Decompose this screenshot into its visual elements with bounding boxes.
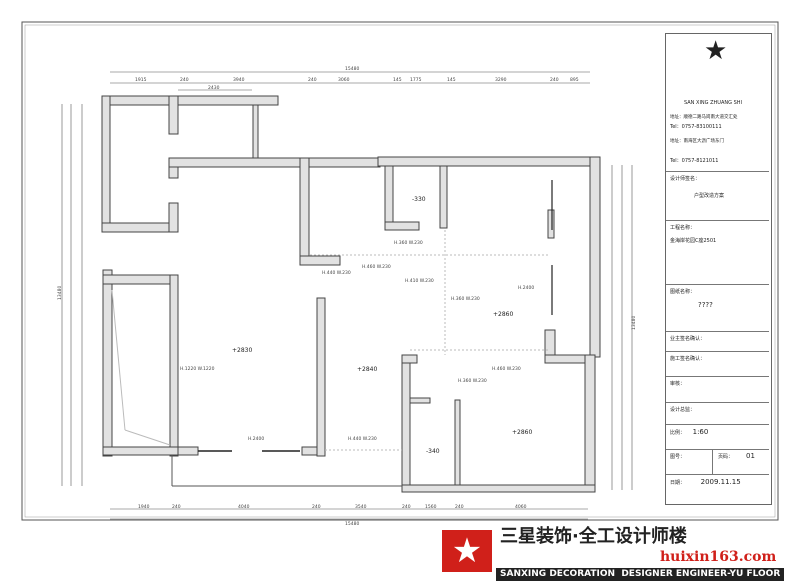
designer-cell: 设计师签名： 户型改造方案 xyxy=(666,171,769,209)
project-cell: 工程名称： 金海岸花园C座2501 xyxy=(666,220,769,285)
dim-label: 3940 xyxy=(233,77,245,83)
bottom-dimensions: 1940 240 4040 240 3540 240 1560 240 4060… xyxy=(110,504,588,527)
drawing-cell: 图纸名称： ???? xyxy=(666,284,769,331)
dim-label: 240 xyxy=(550,77,559,83)
page-value: 01 xyxy=(746,452,755,460)
dim-label: 15480 xyxy=(345,521,359,527)
manager-label: 设计总监： xyxy=(670,407,696,413)
company-banner: ★ 三星装饰·全工设计师楼 huixin163.com SANXING DECO… xyxy=(430,526,795,581)
address-1: 地址：顺德二路马岗南大道交汇处 xyxy=(670,115,738,120)
tel-2: Tel：0757-8121011 xyxy=(670,158,719,164)
window-label: H.2400 xyxy=(248,436,264,442)
beam-lines xyxy=(310,230,548,451)
drawing-name: ???? xyxy=(698,301,713,309)
dim-label: 3290 xyxy=(495,77,507,83)
level-label: -340 xyxy=(426,448,440,455)
dim-label: 4060 xyxy=(515,504,527,510)
company-logo-star-icon: ★ xyxy=(704,36,728,66)
dim-label: 13480 xyxy=(631,316,637,330)
level-label: +2840 xyxy=(357,366,377,373)
beam-labels: H.360 W.230 H.440 W.230 H.460 W.230 H.41… xyxy=(322,240,521,442)
date-label: 日期： xyxy=(670,480,686,486)
designer-label: 设计师签名： xyxy=(670,176,701,182)
window-label: H.2400 xyxy=(518,285,534,291)
page-label: 页码： xyxy=(718,454,734,460)
dim-label: 1775 xyxy=(410,77,422,83)
owner-cell: 业主签名确认： xyxy=(666,331,769,345)
dim-label: 3060 xyxy=(338,77,350,83)
drawing-label: 图纸名称： xyxy=(670,289,696,295)
scale-value: 1:60 xyxy=(692,428,709,436)
dim-label: 240 xyxy=(312,504,321,510)
walls xyxy=(101,95,601,493)
scale-cell: 比例： 1:60 xyxy=(666,424,769,439)
window-label: H.1220 W.1220 xyxy=(180,366,215,372)
level-label: -330 xyxy=(412,196,426,203)
dim-label: 1560 xyxy=(425,504,437,510)
dim-label: 13480 xyxy=(57,286,63,300)
tel-1: Tel：0757-83100111 xyxy=(670,124,722,130)
date-value: 2009.11.15 xyxy=(700,478,741,486)
dim-label: 240 xyxy=(455,504,464,510)
audit-label: 审核： xyxy=(670,381,686,387)
level-label: +2830 xyxy=(232,347,252,354)
dim-label: 15480 xyxy=(345,66,359,72)
side-dimensions: 13480 13480 xyxy=(57,104,637,490)
level-labels: +2830 +2840 +2860 +2860 -330 -340 xyxy=(232,196,532,455)
beam-label: H.440 W.230 xyxy=(348,436,377,442)
dim-label: 4040 xyxy=(238,504,250,510)
dim-label: 895 xyxy=(570,77,579,83)
beam-label: H.360 W.230 xyxy=(458,378,487,384)
dim-label: 2430 xyxy=(208,85,220,91)
window-labels: H.2400 H.2400 H.1220 W.1220 xyxy=(180,285,534,442)
beam-label: H.410 W.230 xyxy=(405,278,434,284)
beam-label: H.360 W.230 xyxy=(394,240,423,246)
dim-label: 1940 xyxy=(138,504,150,510)
drawing-frame xyxy=(21,21,779,521)
address-2: 地址：南海区大沥广场东门 xyxy=(670,139,724,144)
dim-label: 240 xyxy=(172,504,181,510)
dim-label: 240 xyxy=(402,504,411,510)
brand-pinyin: SAN XING ZHUANG SHI xyxy=(684,100,742,106)
beam-label: H.460 W.230 xyxy=(362,264,391,270)
owner-label: 业主签名确认： xyxy=(670,336,706,342)
dim-label: 3540 xyxy=(355,504,367,510)
sheet-cell: 图号： 页码： 01 xyxy=(666,449,769,474)
date-cell: 日期： 2009.11.15 xyxy=(666,474,769,489)
dim-label: 240 xyxy=(180,77,189,83)
audit-cell: 审核： xyxy=(666,376,769,390)
banner-title: 三星装饰·全工设计师楼 xyxy=(500,526,687,547)
builder-label: 施工签名确认： xyxy=(670,356,706,362)
watermark-site: huixin163.com xyxy=(660,549,777,565)
banner-subtitle: SANXING DECORATION DESIGNER ENGINEER-YU … xyxy=(496,568,785,581)
level-label: +2860 xyxy=(493,311,513,318)
scale-label: 比例： xyxy=(670,430,686,436)
project-name: 金海岸花园C座2501 xyxy=(670,238,717,244)
top-dimensions: 15480 1915 240 3940 240 3060 145 1775 14… xyxy=(110,66,590,91)
manager-cell: 设计总监： xyxy=(666,402,769,416)
builder-cell: 施工签名确认： xyxy=(666,351,769,365)
beam-label: H.440 W.230 xyxy=(322,270,351,276)
project-label: 工程名称： xyxy=(670,225,696,231)
dim-label: 145 xyxy=(393,77,402,83)
cell-divider xyxy=(712,450,713,474)
project-type: 户型改造方案 xyxy=(694,193,725,199)
beam-label: H.360 W.230 xyxy=(451,296,480,302)
dim-label: 1915 xyxy=(135,77,147,83)
sheet-label: 图号： xyxy=(670,454,686,460)
level-label: +2860 xyxy=(512,429,532,436)
banner-star-logo-icon: ★ xyxy=(442,530,492,572)
title-block: ★ SAN XING ZHUANG SHI 地址：顺德二路马岗南大道交汇处 Te… xyxy=(665,33,772,505)
beam-label: H.460 W.230 xyxy=(492,366,521,372)
dim-label: 145 xyxy=(447,77,456,83)
dim-label: 240 xyxy=(308,77,317,83)
drawing-frame-inner xyxy=(24,24,776,518)
